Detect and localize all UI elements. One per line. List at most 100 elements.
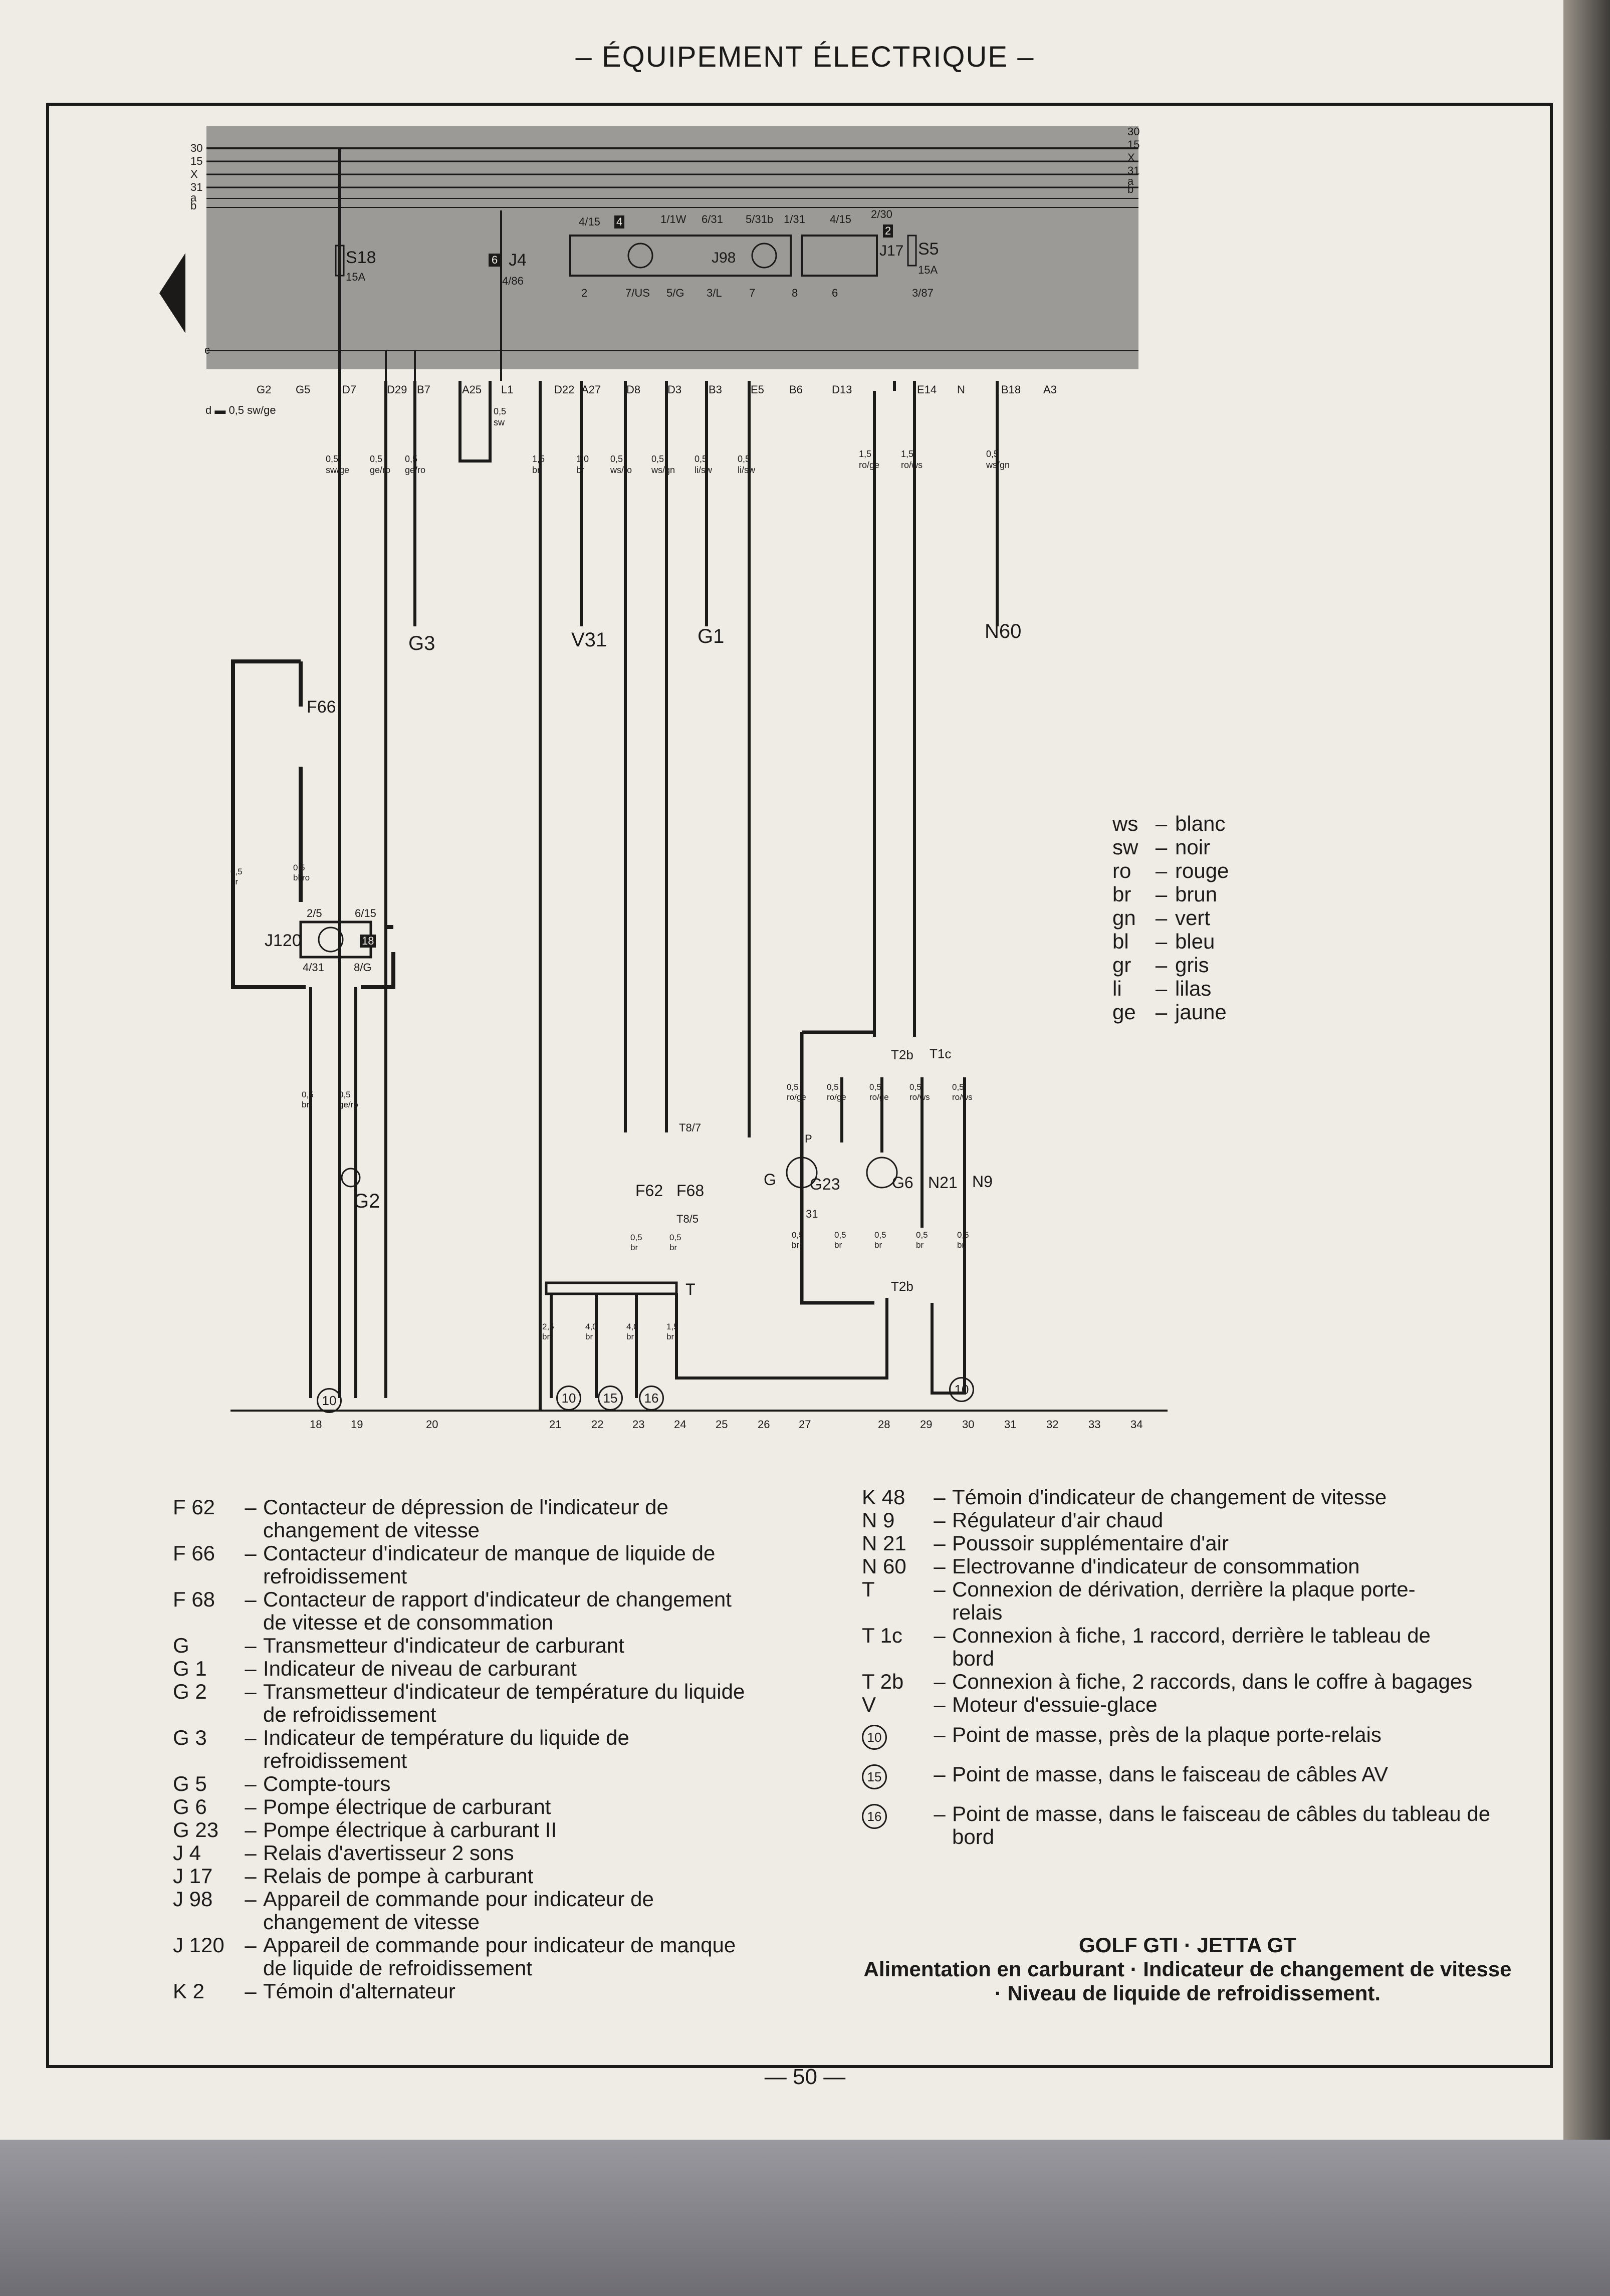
legend-item: J 98–Appareil de commande pour indicateu… [173,1887,654,1934]
pin-label: 4/15 [579,215,600,228]
j98-k2-icon [751,243,777,269]
ground-point-icon: 10 [862,1725,887,1750]
wire-label: 1,5 br [532,454,545,475]
legend-item: N 21–Poussoir supplémentaire d'air [862,1531,1229,1555]
legend-row: gn–vert [1112,906,1211,930]
legend-item: K 2–Témoin d'alternateur [173,1979,455,2003]
fuse-s5-amp: 15A [918,264,938,276]
component-g23: G23 [810,1175,840,1193]
connector-label: D13 [832,383,852,396]
ground-legend-item: 15–Point de masse, dans le faisceau de c… [862,1763,1543,1789]
d-wire-label: d ▬ 0,5 sw/ge [205,404,276,416]
title-line-1: GOLF GTI · JETTA GT [1079,1933,1296,1957]
component-g1: G1 [698,625,725,647]
scale-number: 20 [426,1418,438,1431]
scale-number: 30 [962,1418,975,1431]
g23-pump-icon [786,1157,818,1189]
ground-point-icon: 16 [862,1804,887,1829]
connector-label: D7 [342,383,357,396]
legend-item: T 2b–Connexion à fiche, 2 raccords, dans… [862,1670,1473,1693]
wire-label: 1,5 ro/ge [859,449,880,470]
g6-pump-icon [866,1157,898,1189]
wire-label: 0,5 br [630,1233,642,1252]
j17-label: J17 [879,243,904,259]
j98-k-icon [627,243,653,269]
legend-row: ro–rouge [1112,859,1229,882]
connector-label: G2 [257,383,272,396]
component-t8-7: T8/7 [679,1121,702,1134]
wire-label: 0,5 ws/ro [610,454,632,475]
pin-label: 4/15 [830,213,851,225]
wire-label: 0,5 li/sw [695,454,712,475]
legend-item: F 62–Contacteur de dépression de l'indic… [173,1495,668,1542]
component-t2b-top: T2b [891,1047,913,1062]
component-j120: J120 [265,931,302,950]
wire-label: 0,5 br [231,867,243,886]
scale-number: 26 [758,1418,770,1431]
relay-j4-number: 6 [489,254,501,267]
connector-label: N [957,383,965,396]
pin-label: 2 [883,224,893,238]
scale-number: 34 [1130,1418,1143,1431]
j120-pin: 6/15 [355,907,376,920]
scale-number: 31 [1004,1418,1017,1431]
scale-number: 25 [716,1418,728,1431]
binding-shadow [1563,0,1610,2296]
component-t2b-bottom: T2b [891,1279,913,1294]
wire-label: 0,5 ws/gn [651,454,675,475]
legend-item: N 9–Régulateur d'air chaud [862,1508,1164,1532]
j120-k-icon [318,927,344,953]
component-g2: G2 [353,1190,380,1212]
component-31: 31 [806,1208,818,1220]
wire-label: 1,5 br [666,1322,678,1341]
fuse-s5-label: S5 [918,240,939,259]
scale-number: 21 [549,1418,562,1431]
component-legend-right: K 48–Témoin d'indicateur de changement d… [862,1486,1543,1849]
legend-row: bl–bleu [1112,930,1215,953]
legend-item: G 23–Pompe électrique à carburant II [173,1818,557,1842]
legend-row: ws–blanc [1112,812,1226,835]
g2-sensor-icon [341,1168,361,1188]
j120-pin: 8/G [354,961,372,974]
j120-pin: 2/5 [307,907,322,920]
wire-label: 1,0 br [576,454,589,475]
wire-label: 0,5 sw [494,406,507,427]
page-number: — 50 — [764,2064,846,2089]
connector-label: D8 [626,383,641,396]
component-f66: F66 [307,698,336,717]
legend-row: br–brun [1112,882,1218,906]
connector-label: L1 [501,383,514,396]
connector-label: E5 [751,383,764,396]
ground-point-icon: 10 [556,1386,581,1411]
scale-number: 22 [591,1418,604,1431]
component-f62: F62 [635,1182,663,1200]
connector-label: D3 [667,383,682,396]
ground-legend-item: 16–Point de masse, dans le faisceau de c… [862,1802,1543,1849]
j120-number: 18 [360,935,376,948]
fuse-relay-panel [206,126,1138,369]
pin-label: 3/87 [912,287,934,299]
legend-item: G–Transmetteur d'indicateur de carburant [173,1634,624,1657]
component-n60: N60 [985,620,1022,642]
relay-j4-pin: 4/86 [502,275,524,287]
wire-label: 0,5 br [916,1230,928,1250]
legend-item: G 5–Compte-tours [173,1772,391,1795]
fuse-s5-icon [907,235,917,267]
wire-label: 2,5 br [542,1322,554,1341]
pin-label: 8 [792,287,798,299]
wire-label: 4,0 br [626,1322,638,1341]
wire-label: 0,5 ro/ws [952,1082,973,1102]
scale-number: 33 [1088,1418,1101,1431]
legend-item: N 60–Electrovanne d'indicateur de consom… [862,1554,1360,1578]
scale-number: 23 [632,1418,645,1431]
fuse-s18-amp: 15A [346,271,366,283]
legend-item: G 6–Pompe électrique de carburant [173,1795,551,1818]
j120-pin: 4/31 [303,961,324,974]
component-v31: V31 [571,629,607,651]
component-g3: G3 [408,632,435,654]
connector-label: B3 [709,383,722,396]
legend-item: G 3–Indicateur de température du liquide… [173,1726,629,1772]
